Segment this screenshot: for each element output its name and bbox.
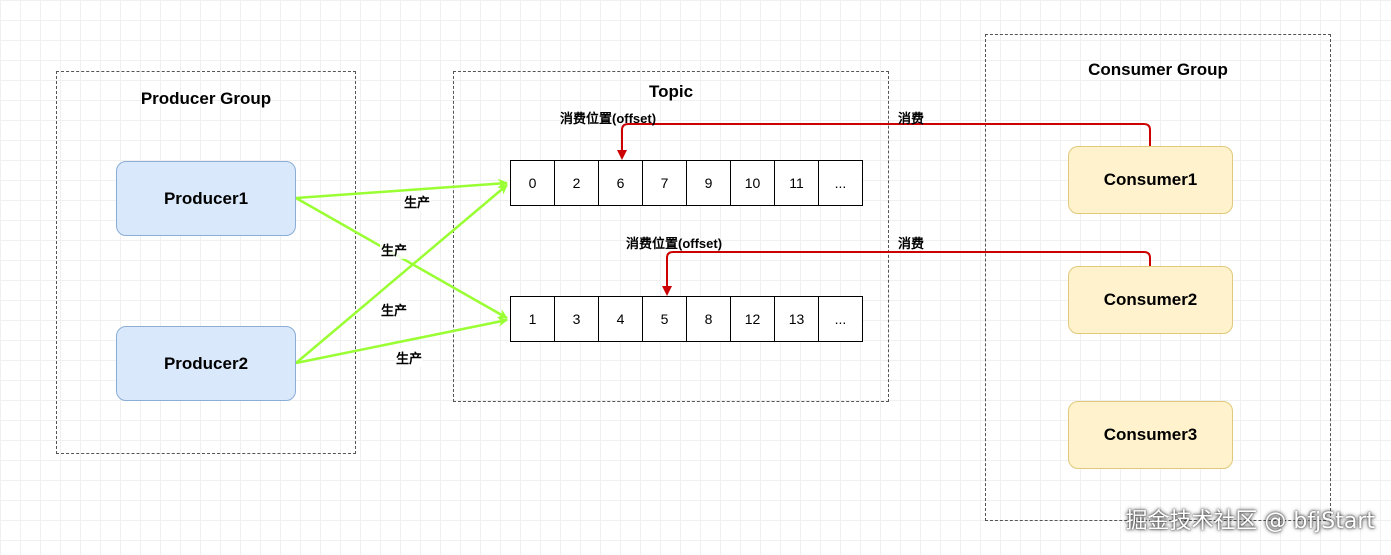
queue0-cell: ... xyxy=(818,160,863,206)
produce-label-p1-q1: 生产 xyxy=(380,240,409,259)
queue0-cell: 10 xyxy=(730,160,775,206)
queue1-cell: 4 xyxy=(598,296,643,342)
queue1-cell: 5 xyxy=(642,296,687,342)
consumer-group: Consumer Group xyxy=(985,34,1331,521)
produce-label-p2-q1: 生产 xyxy=(395,348,424,367)
producer2-node: Producer2 xyxy=(116,326,296,401)
producer2-label: Producer2 xyxy=(163,353,249,373)
edge-producer2-queue0 xyxy=(295,184,508,364)
edge-producer2-queue1 xyxy=(295,316,508,365)
queue1-cell: 3 xyxy=(554,296,599,342)
producer1-node: Producer1 xyxy=(116,161,296,236)
edge-consumer2-offset xyxy=(666,251,1151,294)
edge-consumer1-offset xyxy=(621,123,1151,158)
consumer1-label: Consumer1 xyxy=(1103,170,1198,189)
producer-group-title: Producer Group xyxy=(140,89,272,108)
queue1-cell: ... xyxy=(818,296,863,342)
topic-group-title: Topic xyxy=(648,82,694,101)
queue0-cell: 6 xyxy=(598,160,643,206)
consumer3-label: Consumer3 xyxy=(1103,425,1198,444)
queue0-cell: 0 xyxy=(510,160,555,206)
producer1-label: Producer1 xyxy=(163,188,249,208)
consumer2-node: Consumer2 xyxy=(1068,266,1233,334)
queue1-cell: 8 xyxy=(686,296,731,342)
queue-1: 1 3 4 5 8 12 13 ... xyxy=(510,296,863,342)
consumer-group-title: Consumer Group xyxy=(1088,60,1228,79)
watermark: 掘金技术社区 @ bfjStart xyxy=(1125,509,1375,534)
queue1-cell: 13 xyxy=(774,296,819,342)
topic-group: Topic xyxy=(453,71,889,402)
queue1-cell: 12 xyxy=(730,296,775,342)
edge-producer1-queue0 xyxy=(295,178,508,200)
consume-label-c1: 消费 xyxy=(898,111,925,126)
queue-0: 0 2 6 7 9 10 11 ... xyxy=(510,160,863,206)
queue0-cell: 11 xyxy=(774,160,819,206)
queue0-cell: 7 xyxy=(642,160,687,206)
consumer2-label: Consumer2 xyxy=(1103,290,1198,309)
offset-label-queue0: 消费位置(offset) xyxy=(560,111,657,126)
consumer1-node: Consumer1 xyxy=(1068,146,1233,214)
consumer3-node: Consumer3 xyxy=(1068,401,1233,469)
offset-label-queue1: 消费位置(offset) xyxy=(626,236,723,251)
producer-group: Producer Group xyxy=(56,71,356,454)
consume-label-c2: 消费 xyxy=(898,236,925,251)
queue0-cell: 2 xyxy=(554,160,599,206)
produce-label-p2-q0: 生产 xyxy=(380,300,409,319)
produce-label-p1-q0: 生产 xyxy=(403,192,432,211)
queue0-cell: 9 xyxy=(686,160,731,206)
queue1-cell: 1 xyxy=(510,296,555,342)
